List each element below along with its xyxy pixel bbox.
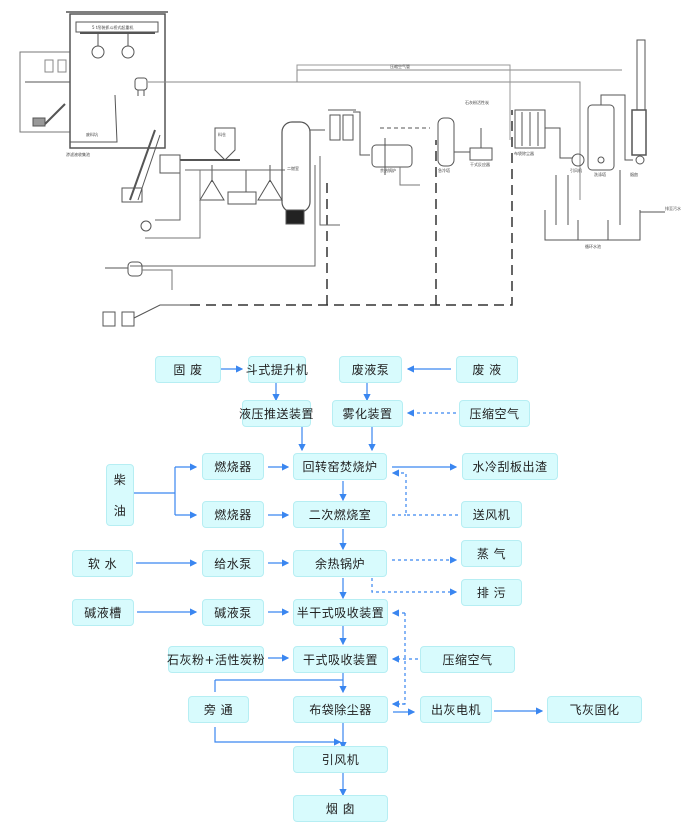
- flow-connectors: [134, 365, 544, 797]
- node-slag-removal: 水冷刮板出渣: [462, 453, 558, 480]
- pit-bottom-label: 渗滤液收集池: [66, 151, 90, 157]
- node-burner-2: 燃烧器: [202, 501, 264, 528]
- node-bag-filter: 布袋除尘器: [293, 696, 388, 723]
- fan-label: 引风机: [570, 167, 582, 173]
- node-diesel: 柴 油: [106, 464, 134, 526]
- dry-reactor-icon: [469, 128, 493, 161]
- top-pipe-label: 压缩空气管: [390, 63, 410, 69]
- scrubber-tower-icon: [587, 104, 615, 171]
- node-bucket-elevator: 斗式提升机: [246, 356, 308, 383]
- node-induced-fan: 引风机: [293, 746, 388, 773]
- node-alkali-tank: 碱液槽: [72, 599, 134, 626]
- node-liquid-pump: 废液泵: [339, 356, 402, 383]
- secondary-label: 二燃室: [287, 165, 299, 171]
- arrow-blower-to-kiln: [391, 469, 458, 516]
- node-burner-1: 燃烧器: [202, 453, 264, 480]
- burner-icon: [199, 165, 225, 201]
- induced-fan-icon: [571, 153, 585, 167]
- node-dry-absorber: 干式吸收装置: [293, 646, 388, 673]
- node-waste-heat-boiler: 余热锅炉: [293, 550, 387, 577]
- node-fly-ash-solidification: 飞灰固化: [547, 696, 642, 723]
- bypass-out-line: [214, 727, 342, 746]
- burner-icon: [257, 165, 283, 201]
- node-blowdown: 排 污: [461, 579, 522, 606]
- grab-bucket-icon: [91, 45, 105, 59]
- secondary-combustion-chamber-icon: [281, 121, 325, 225]
- node-lime-carbon: 石灰粉+活性炭粉: [167, 646, 265, 673]
- hopper-icon: [159, 154, 181, 174]
- quench-tower-icon: [437, 117, 455, 167]
- arrow-boiler-to-blowdown: [371, 578, 458, 596]
- pit-label: 废料坑: [86, 131, 98, 137]
- stack-label: 烟囱: [630, 171, 638, 177]
- silo-icon: [214, 127, 236, 161]
- node-feed-pump: 给水泵: [202, 550, 264, 577]
- node-rotary-kiln: 回转窑焚烧炉: [293, 453, 387, 480]
- waste-heat-boiler-icon: [371, 127, 430, 175]
- silo-label: 料仓: [218, 131, 226, 137]
- chimney-icon: [631, 39, 647, 165]
- fan-icon: [140, 220, 152, 232]
- grab-bucket-icon: [121, 45, 135, 59]
- reactor-label: 干式反应器: [470, 161, 490, 167]
- bag-filter-icon: [514, 109, 546, 149]
- node-solid-waste: 固 废: [155, 356, 221, 383]
- node-bypass: 旁 通: [188, 696, 249, 723]
- node-compressed-air-1: 压缩空气: [459, 400, 530, 427]
- node-liquid-waste: 废 液: [456, 356, 518, 383]
- node-semi-dry-absorber: 半干式吸收装置: [293, 599, 388, 626]
- bag-filter-label: 布袋除尘器: [514, 150, 534, 156]
- process-schematic: 5 t吊装抓斗桥式起重机 废料坑 渗滤液收集池 料仓 二燃室 余热锅炉 急冷塔 …: [19, 11, 681, 327]
- node-soft-water: 软 水: [72, 550, 133, 577]
- cyclone-separator-icon: [328, 109, 356, 141]
- node-atomizer: 雾化装置: [332, 400, 403, 427]
- circulation-tank-icon: [544, 210, 641, 241]
- crane-label: 5 t吊装抓斗桥式起重机: [92, 24, 133, 30]
- waste-pit-building: [19, 11, 168, 149]
- node-chimney: 烟 囱: [293, 795, 388, 822]
- scrubber-label: 洗涤塔: [594, 171, 606, 177]
- liquid-tank-icon: [127, 261, 143, 277]
- node-blower: 送风机: [461, 501, 522, 528]
- mid-pipe-label: 石灰粉活性炭: [465, 99, 489, 105]
- bucket-elevator-icon: [121, 129, 161, 203]
- node-steam: 蒸 气: [461, 540, 522, 567]
- outlet-label: 排至污水: [665, 205, 681, 211]
- boiler-label: 余热锅炉: [380, 167, 396, 173]
- node-hydraulic-feeder: 液压推送装置: [239, 400, 314, 427]
- node-ash-motor: 出灰电机: [420, 696, 492, 723]
- process-flowchart: 固 废 斗式提升机 废液泵 废 液 液压推送装置 雾化装置 压缩空气 柴 油 燃…: [0, 340, 700, 836]
- tank-label: 循环水池: [585, 243, 601, 249]
- diesel-char-2: 油: [113, 504, 127, 518]
- rotary-kiln-icon: [227, 191, 257, 205]
- quench-label: 急冷塔: [438, 167, 450, 173]
- node-alkali-pump: 碱液泵: [202, 599, 264, 626]
- storage-tank-icon: [134, 77, 148, 96]
- alkali-tank-icon: [102, 311, 135, 327]
- node-secondary-chamber: 二次燃烧室: [293, 501, 387, 528]
- node-compressed-air-2: 压缩空气: [420, 646, 515, 673]
- diesel-char-1: 柴: [113, 473, 127, 487]
